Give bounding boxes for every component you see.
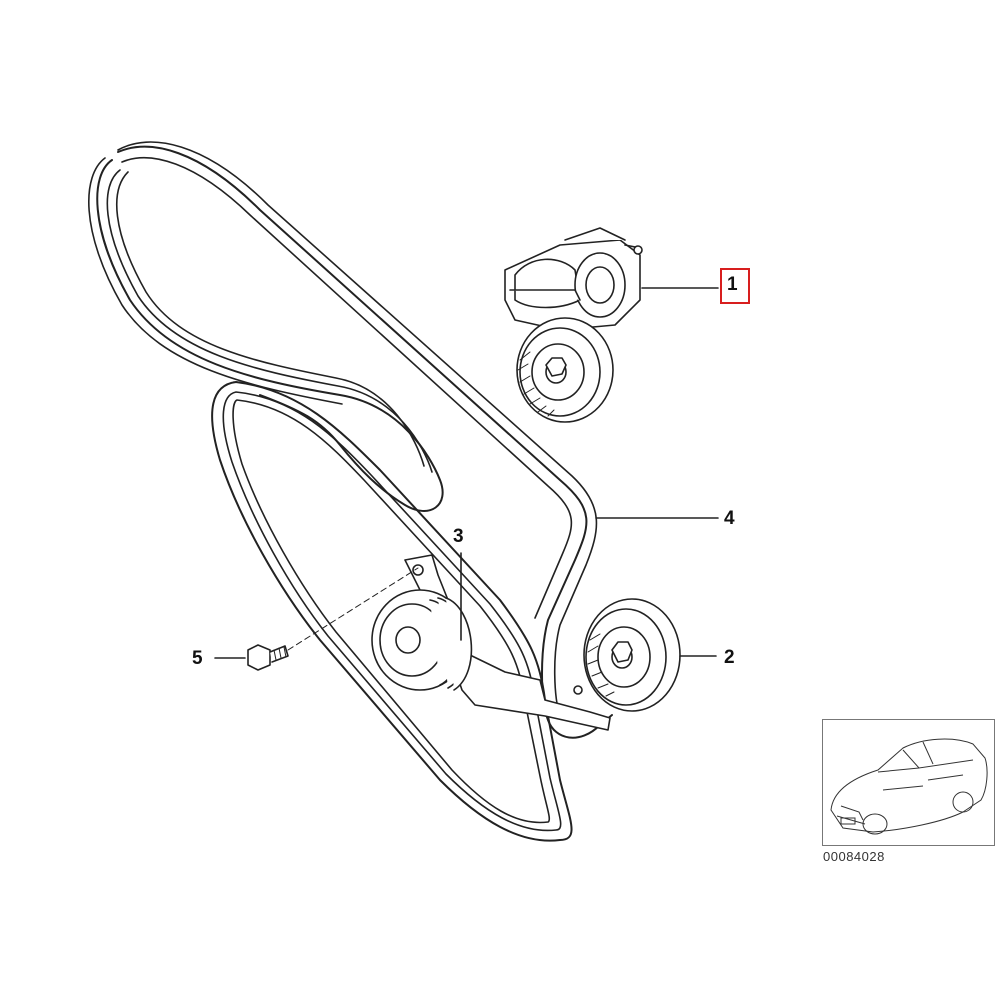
callout-1[interactable]: 1 <box>727 274 738 295</box>
bolt-axis-line <box>287 567 419 651</box>
callout-1-highlight <box>720 268 750 304</box>
belt-upper <box>88 141 613 739</box>
diagram-id: 00084028 <box>823 849 885 864</box>
belt-lower <box>211 381 573 842</box>
tensioner-assembly <box>504 227 643 423</box>
bolt <box>247 644 289 671</box>
callout-2[interactable]: 2 <box>724 647 735 668</box>
vehicle-thumbnail <box>822 719 995 846</box>
callout-3[interactable]: 3 <box>453 526 464 547</box>
deflection-pulley-bracket <box>371 554 611 731</box>
callout-4[interactable]: 4 <box>724 508 735 529</box>
car-icon <box>830 738 988 835</box>
idler-pulley <box>583 598 681 712</box>
callout-5[interactable]: 5 <box>192 648 203 669</box>
